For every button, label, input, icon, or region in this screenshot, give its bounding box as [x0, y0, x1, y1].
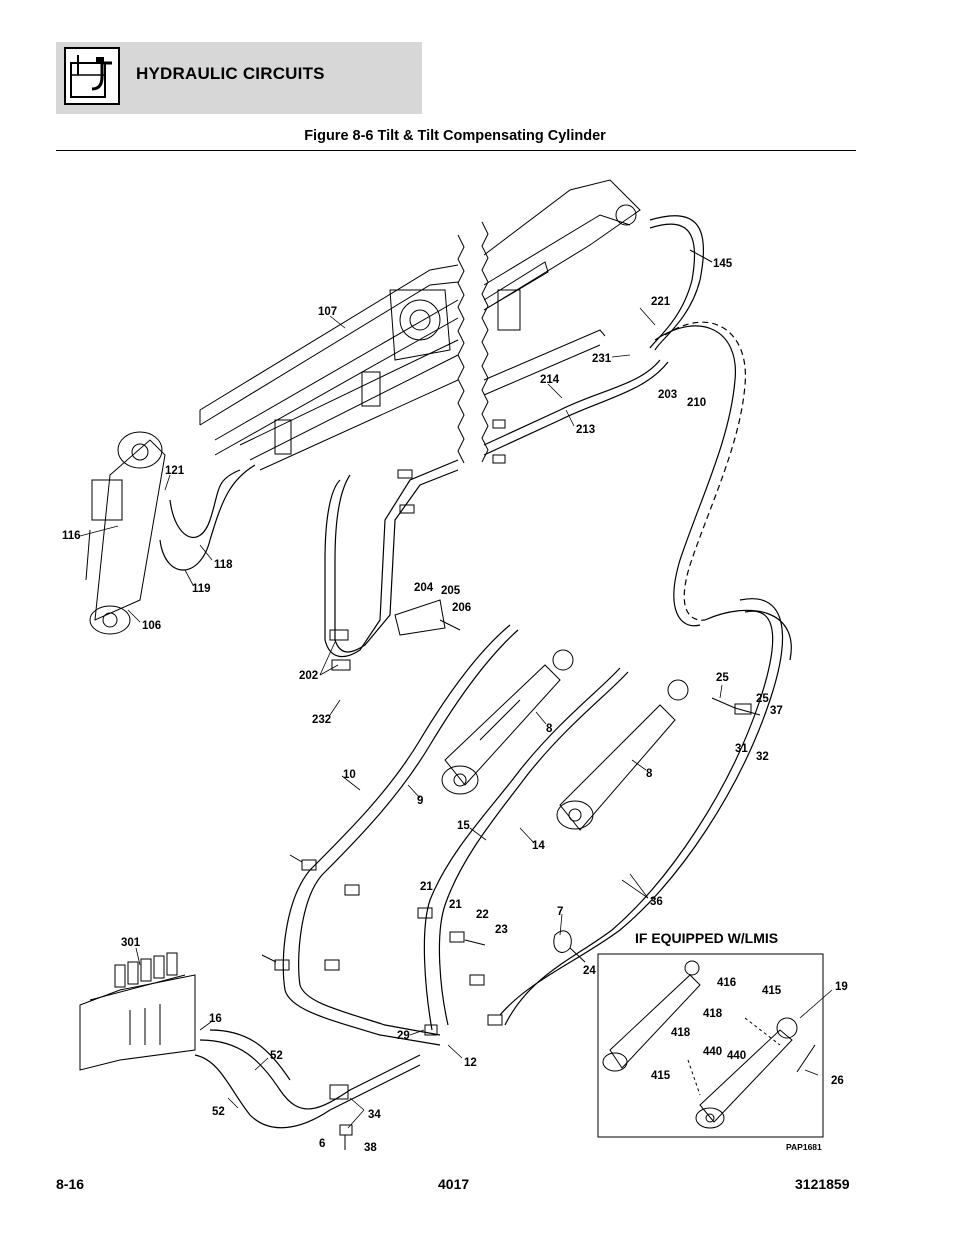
callout-12: 12: [464, 1057, 477, 1069]
clamps: [261, 697, 761, 1036]
callout-37: 37: [770, 705, 783, 717]
section-title: HYDRAULIC CIRCUITS: [136, 64, 325, 83]
callout-206: 206: [452, 602, 471, 614]
bracket-204: [394, 599, 461, 636]
callout-52b: 52: [212, 1106, 225, 1118]
lmis-inset: [597, 953, 824, 1138]
callout-9: 9: [417, 795, 423, 807]
callout-204: 204: [414, 582, 434, 594]
callout-118: 118: [214, 559, 233, 571]
inset-callout-440b: 440: [727, 1050, 746, 1062]
hydraulic-reservoir-icon: [64, 47, 120, 105]
inset-callout-418b: 418: [671, 1027, 691, 1039]
callout-31: 31: [735, 743, 748, 755]
cylinder-8-b: [556, 679, 689, 831]
callout-210: 210: [687, 397, 706, 409]
callout-106: 106: [142, 620, 161, 632]
hose-bundle-202: [324, 419, 506, 671]
callout-205: 205: [441, 585, 461, 597]
callout-202: 202: [299, 670, 318, 682]
leader-lines: [79, 307, 833, 1129]
callout-8b: 8: [646, 768, 653, 780]
hoses-10-9: [282, 624, 519, 1046]
callout-14: 14: [532, 840, 545, 852]
callout-34: 34: [368, 1109, 381, 1121]
callout-119: 119: [192, 583, 211, 595]
callout-32: 32: [756, 751, 769, 763]
hose-145: [649, 215, 713, 351]
callout-221: 221: [651, 296, 671, 308]
callout-labels: 145 107 221 231 214 203 210 213 121 116 …: [62, 258, 783, 1154]
inset-callout-415b: 415: [651, 1070, 671, 1082]
callout-301: 301: [121, 937, 141, 949]
callout-7: 7: [557, 906, 563, 918]
callout-121: 121: [165, 465, 185, 477]
inset-callout-418a: 418: [703, 1008, 723, 1020]
hose-213-214: [483, 321, 746, 627]
callout-107: 107: [318, 306, 337, 318]
hoses-52: [194, 1029, 421, 1150]
control-valve-301: [79, 952, 196, 1071]
callout-232: 232: [312, 714, 331, 726]
callout-38: 38: [364, 1142, 377, 1154]
callout-52a: 52: [270, 1050, 283, 1062]
callout-25b: 25: [756, 693, 769, 705]
inset-callout-416: 416: [717, 977, 736, 989]
callout-10: 10: [343, 769, 356, 781]
callout-25a: 25: [716, 672, 729, 684]
figure-title: Figure 8-6 Tilt & Tilt Compensating Cyli…: [304, 128, 606, 144]
page-number: 8-16: [56, 1176, 85, 1192]
inset-callout-19: 19: [835, 981, 848, 993]
part-number: 3121859: [795, 1176, 850, 1192]
callout-116: 116: [62, 530, 81, 542]
callout-21b: 21: [449, 899, 462, 911]
callout-21a: 21: [420, 881, 433, 893]
title-rule: [56, 150, 856, 151]
callout-36: 36: [650, 896, 663, 908]
cylinder-8-a: [441, 649, 574, 795]
inset-callout-415a: 415: [762, 985, 782, 997]
inset-callout-26: 26: [831, 1075, 844, 1087]
callout-213: 213: [576, 424, 595, 436]
callout-29: 29: [397, 1030, 410, 1042]
callout-203: 203: [658, 389, 677, 401]
callout-231: 231: [592, 353, 612, 365]
callout-22: 22: [476, 909, 489, 921]
hoses-15-14: [423, 667, 629, 1031]
hoses-118-119: [159, 464, 256, 571]
callout-214: 214: [540, 374, 560, 386]
cylinder-106: [85, 431, 166, 635]
drawing-code: PAP1681: [786, 1142, 822, 1152]
inset-labels: IF EQUIPPED W/LMIS 416 415 418 418 440 4…: [635, 930, 848, 1152]
inset-title: IF EQUIPPED W/LMIS: [635, 930, 778, 946]
callout-23: 23: [495, 924, 508, 936]
callout-6: 6: [319, 1138, 325, 1150]
boom-assembly: [199, 179, 641, 471]
callout-145: 145: [713, 258, 733, 270]
callout-15: 15: [457, 820, 470, 832]
inset-callout-440a: 440: [703, 1046, 722, 1058]
model-number: 4017: [438, 1176, 470, 1192]
callout-8a: 8: [546, 723, 553, 735]
callout-16: 16: [209, 1013, 222, 1025]
callout-24: 24: [583, 965, 596, 977]
hoses-36: [499, 598, 792, 1026]
